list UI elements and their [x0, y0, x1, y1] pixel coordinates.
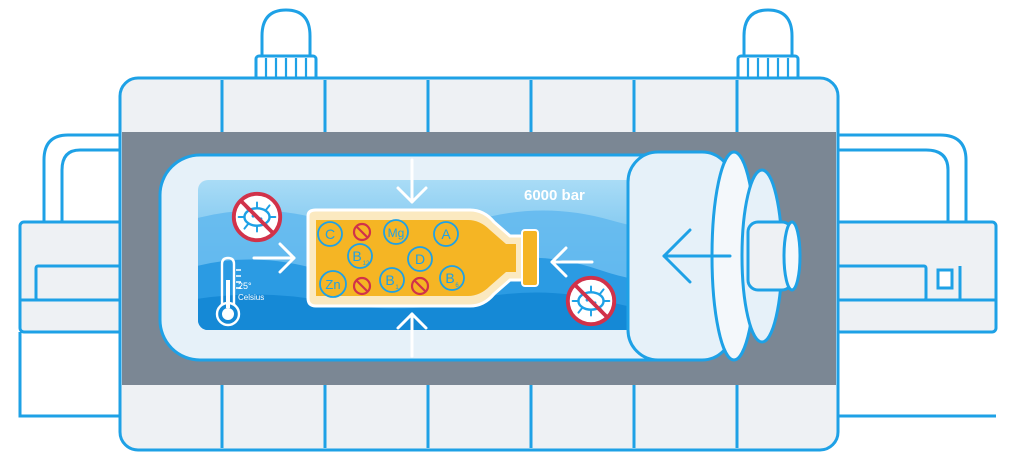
- svg-text:D: D: [415, 251, 425, 267]
- arrow-up-bottom: [396, 312, 428, 358]
- svg-text:A: A: [441, 226, 451, 242]
- nutrient-mg: Mg: [383, 219, 409, 245]
- nutrient-zn: Zn: [319, 270, 347, 298]
- svg-text:1: 1: [395, 285, 399, 291]
- piston: [626, 150, 802, 362]
- svg-text:12: 12: [363, 261, 370, 267]
- no-microbes-icon: [231, 191, 283, 243]
- no-microbes-icon: [565, 275, 617, 327]
- svg-text:Zn: Zn: [325, 277, 340, 292]
- nutrient-b12: B 12: [347, 243, 373, 269]
- svg-text:B: B: [352, 248, 361, 264]
- pressure-arrows: [252, 158, 594, 358]
- nutrients: C Mg A B 12 D Zn B 1 B 6: [317, 219, 465, 298]
- svg-text:Mg: Mg: [388, 226, 405, 240]
- arrow-right-left: [252, 242, 296, 274]
- arrow-down-top: [396, 158, 428, 204]
- nutrient-c: C: [317, 221, 343, 247]
- right-support: [834, 133, 998, 418]
- thermometer-icon: [215, 256, 241, 327]
- svg-text:B: B: [385, 272, 394, 288]
- nutrient-b1: B 1: [379, 267, 405, 293]
- svg-text:6: 6: [455, 283, 459, 289]
- arrow-left-right: [550, 246, 594, 278]
- svg-text:C: C: [325, 226, 335, 242]
- nutrient-b6: B 6: [439, 265, 465, 291]
- left-support: [18, 133, 130, 418]
- nutrient-d: D: [407, 246, 433, 272]
- pressure-label: 6000 bar: [524, 187, 585, 204]
- svg-text:B: B: [445, 270, 454, 286]
- bottle-cap: [521, 229, 539, 287]
- left-hook: [254, 8, 318, 84]
- temperature-unit: Celsius: [238, 293, 264, 302]
- right-hook: [736, 8, 800, 84]
- nutrient-a: A: [433, 221, 459, 247]
- temperature-value: 25°: [238, 281, 252, 291]
